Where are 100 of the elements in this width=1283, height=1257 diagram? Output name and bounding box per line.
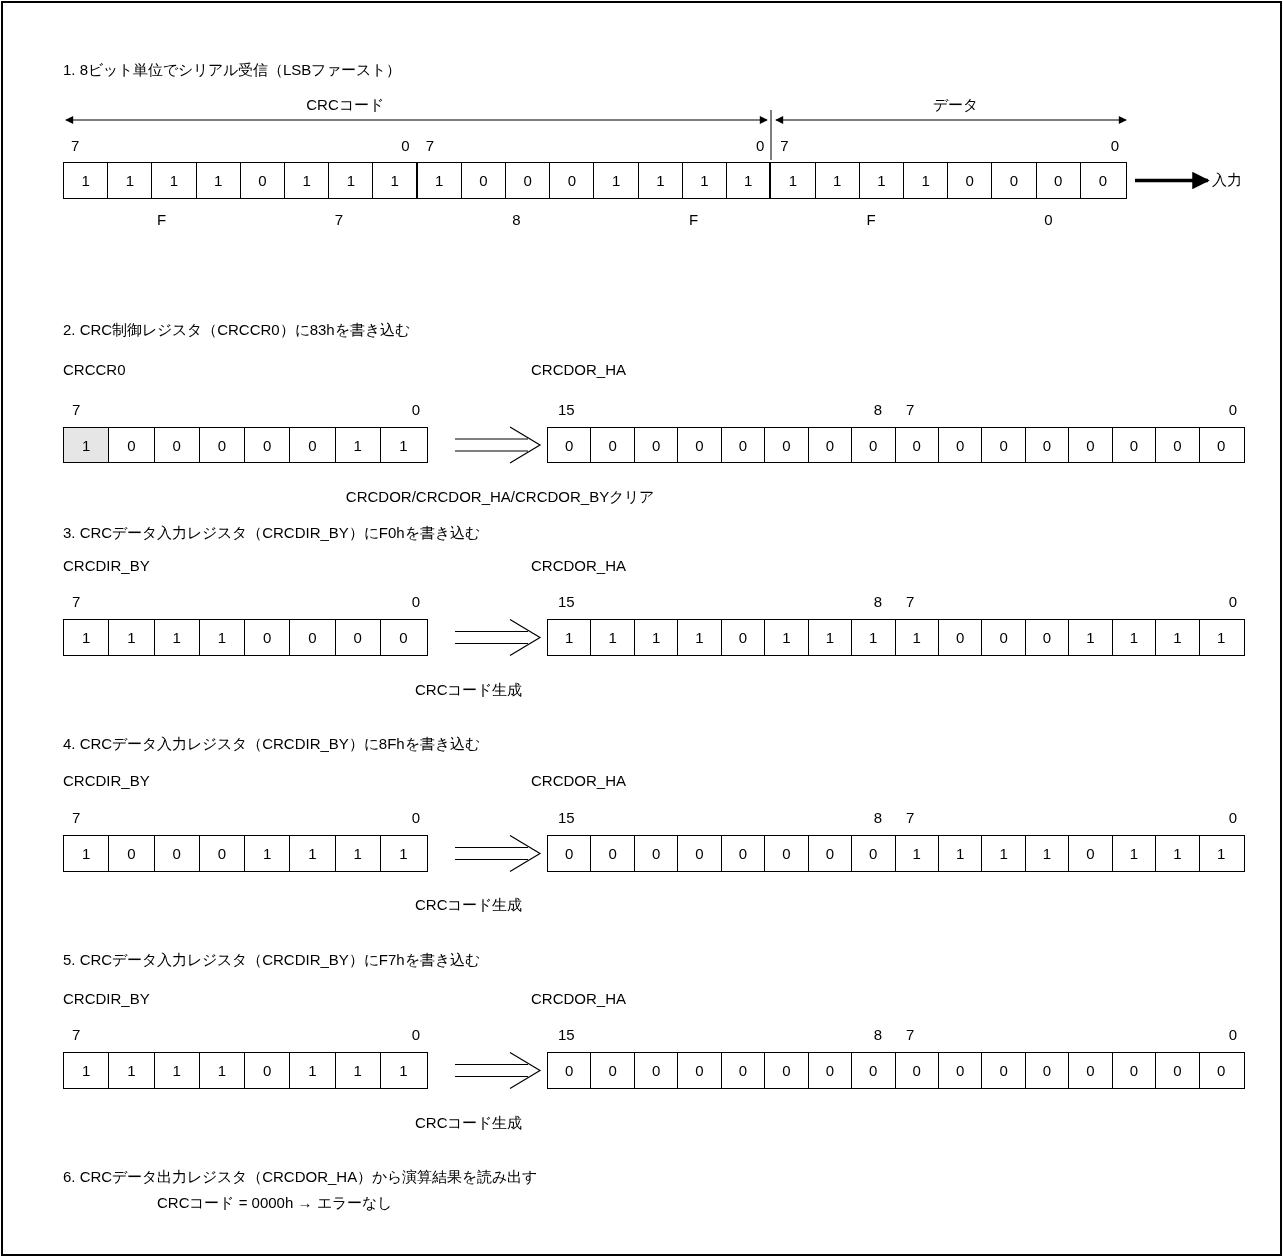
bit-cell: 0	[1069, 1053, 1113, 1088]
bit-cell: 1	[859, 163, 904, 198]
bit-cell: 1	[765, 620, 809, 655]
note-text: CRCDOR/CRCDOR_HA/CRCDOR_BYクリア	[345, 488, 655, 506]
step-heading: CRCDIR_BY	[63, 772, 150, 790]
bit-cell: 0	[852, 1053, 896, 1088]
bit-number: 0	[1228, 401, 1237, 419]
step-heading: CRCDOR_HA	[531, 990, 626, 1008]
bit-cell: 1	[154, 620, 200, 655]
bit-cell: 0	[1156, 1053, 1200, 1088]
bit-number: 7	[906, 593, 915, 611]
bit-cell: 0	[1025, 620, 1070, 655]
bit-cell: 1	[634, 620, 679, 655]
bit-number: 0	[1228, 809, 1237, 827]
bit-cell: 1	[1156, 620, 1200, 655]
bit-number: 8	[873, 593, 882, 611]
bit-cell: 0	[634, 1053, 679, 1088]
bit-cell: 0	[591, 836, 635, 871]
bit-cell: 0	[1025, 428, 1070, 462]
field-label: データ	[932, 96, 978, 114]
bit-number: 7	[906, 809, 915, 827]
bit-cell: 0	[1199, 1053, 1243, 1088]
bit-cell: 1	[727, 163, 772, 198]
bit-cell: 0	[1025, 1053, 1070, 1088]
register-name: CRCCR0	[63, 361, 126, 379]
bit-cell: 0	[678, 1053, 722, 1088]
hex-digit: 7	[334, 211, 344, 229]
bit-cell: 0	[290, 620, 336, 655]
bit-cell: 0	[634, 428, 679, 462]
bit-cell: 0	[1112, 1053, 1157, 1088]
field-label: CRCコード	[306, 96, 384, 114]
bit-cell: 1	[895, 620, 939, 655]
hex-digit: F	[157, 211, 167, 229]
hex-digit: 0	[1044, 211, 1053, 229]
bit-cell: 0	[765, 1053, 809, 1088]
double-arrow	[454, 834, 542, 873]
bit-cell: 1	[380, 428, 426, 462]
bit-cell: 1	[417, 163, 462, 198]
bit-cell: 0	[808, 428, 853, 462]
bit-cell: 1	[64, 163, 109, 198]
bit-cell: 1	[1025, 836, 1070, 871]
bit-number: 15	[558, 593, 575, 611]
bit-cell: 1	[815, 163, 860, 198]
register-box	[547, 835, 1245, 872]
bit-cell: 1	[64, 428, 110, 462]
step-heading: 3. CRCデータ入力レジスタ（CRCDIR_BY）にF0hを書き込む	[63, 524, 480, 542]
bit-cell: 0	[634, 836, 679, 871]
bit-cell: 1	[64, 836, 110, 871]
bit-cell: 1	[380, 836, 426, 871]
bit-number: CRCコード生成	[415, 681, 523, 699]
bit-cell: 1	[199, 620, 245, 655]
bit-cell: 1	[852, 620, 896, 655]
bit-cell: 1	[1069, 620, 1113, 655]
hex-digit: F	[689, 211, 699, 229]
bit-cell: 0	[245, 428, 291, 462]
bit-cell: 0	[109, 836, 155, 871]
bit-cell: 1	[109, 620, 155, 655]
bit-number: 7	[780, 137, 789, 155]
bit-cell: 1	[938, 836, 983, 871]
bit-cell: 1	[903, 163, 949, 198]
bit-cell: 1	[982, 836, 1026, 871]
bit-cell: 1	[199, 1053, 245, 1088]
hex-digit: 8	[512, 211, 521, 229]
bit-cell: 0	[852, 836, 896, 871]
note-text: CRCDIR_BY	[63, 990, 150, 1008]
bit-cell: 0	[506, 163, 551, 198]
bit-cell: 0	[938, 428, 983, 462]
bit-cell: 0	[154, 428, 200, 462]
bit-cell: 1	[154, 1053, 200, 1088]
bit-number: 15	[558, 1026, 575, 1044]
bit-number: 7	[71, 137, 80, 155]
bit-cell: 1	[1112, 836, 1157, 871]
register-box	[63, 1052, 428, 1089]
hex-digit: F	[866, 211, 876, 229]
bit-cell: 1	[638, 163, 683, 198]
register-name: CRCDOR_HA	[531, 557, 626, 575]
bit-number: 15	[558, 809, 575, 827]
bit-number: 8	[873, 401, 882, 419]
bit-number: 5. CRCデータ入力レジスタ（CRCDIR_BY）にF7hを書き込む	[63, 951, 480, 969]
bit-cell: 0	[591, 428, 635, 462]
step-heading: 2. CRC制御レジスタ（CRCCR0）に83hを書き込む	[63, 321, 410, 339]
bit-cell: 0	[721, 836, 766, 871]
bit-cell: 1	[245, 836, 291, 871]
register-name: CRCDOR_HA	[531, 772, 626, 790]
bit-cell: 1	[196, 163, 241, 198]
bit-cell: 0	[380, 620, 426, 655]
bit-cell: 1	[335, 1053, 381, 1088]
bit-cell: 1	[808, 620, 853, 655]
bit-number: CRCコード = 0000h → エラーなし	[157, 1194, 392, 1212]
bit-cell: 1	[285, 163, 330, 198]
bit-number: 0	[411, 593, 420, 611]
bit-cell: 1	[1199, 836, 1243, 871]
bit-cell: 0	[721, 1053, 766, 1088]
bit-number: 7	[425, 137, 434, 155]
bit-cell: 0	[808, 836, 853, 871]
register-box	[547, 1052, 1245, 1089]
bit-number: 8	[873, 1026, 882, 1044]
bit-cell: 0	[245, 1053, 291, 1088]
bit-cell: 0	[678, 836, 722, 871]
bit-cell: 1	[64, 1053, 110, 1088]
